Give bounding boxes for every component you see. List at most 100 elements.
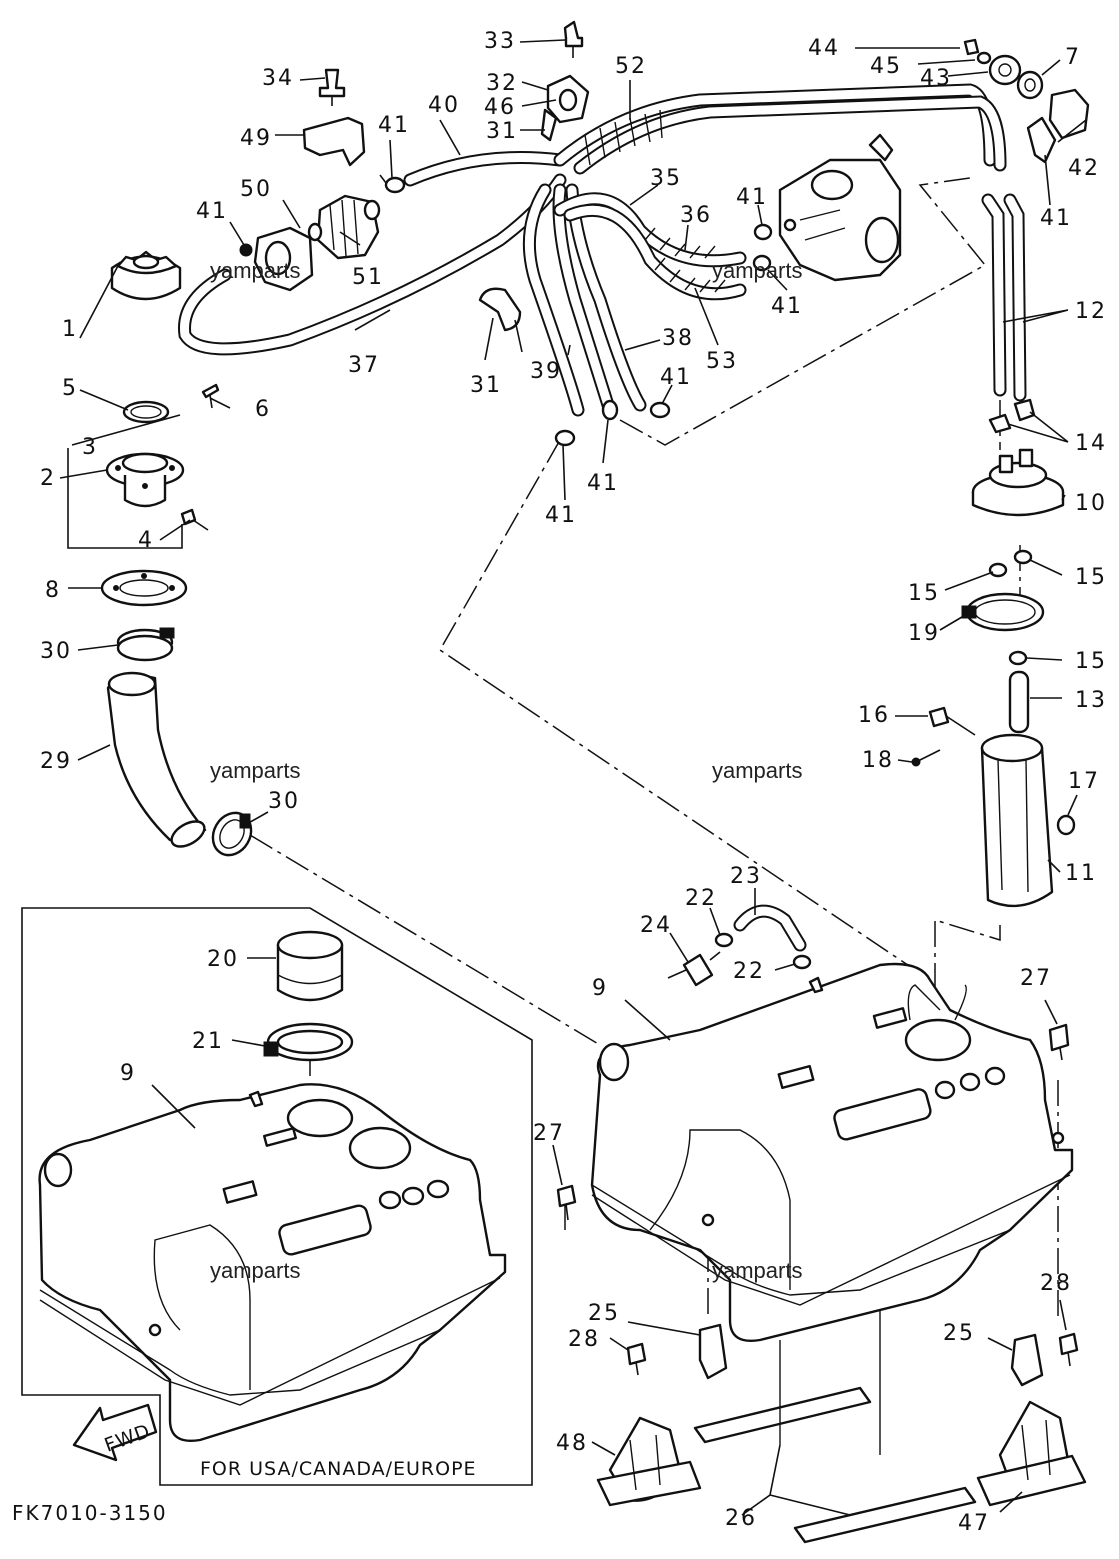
label-41-b: 41 [196,199,228,224]
fuel-filter-51 [307,194,381,260]
label-41-g: 41 [545,503,577,528]
mount-47 [976,1400,1087,1507]
label-41-h: 41 [1040,206,1072,231]
hose-clamp-30-bottom [211,811,253,857]
label-32: 32 [486,71,518,96]
label-41-a: 41 [378,113,410,138]
joints-14 [988,398,1036,434]
bolt-28-left [626,1342,647,1376]
plate-43 [988,54,1022,86]
filler-neck-2 [105,452,185,508]
label-26: 26 [725,1506,757,1531]
label-24: 24 [640,913,672,938]
label-13: 13 [1075,688,1107,713]
label-35: 35 [650,166,682,191]
inset-fuel-tank [38,1083,507,1442]
label-15-a: 15 [1075,565,1107,590]
fuel-tank-9 [590,962,1074,1342]
pin-18 [911,749,941,767]
carburetor [778,133,902,282]
label-10: 10 [1075,491,1107,516]
label-50: 50 [240,177,272,202]
watermark: yamparts [712,1258,802,1283]
label-1: 1 [62,317,78,342]
hose-23 [733,904,807,952]
inset-cap-20 [276,930,344,1002]
label-15-b: 15 [908,581,940,606]
label-9: 9 [592,976,608,1001]
label-4: 4 [138,528,154,553]
clips-15 [988,549,1033,666]
inset-caption: FOR USA/CANADA/EUROPE [200,1458,477,1480]
washer-17 [1056,814,1076,836]
band-19 [961,592,1045,632]
bolt-34 [318,68,346,106]
label-46: 46 [484,95,516,120]
label-7: 7 [1065,45,1081,70]
label-28-b: 28 [1040,1271,1072,1296]
label-34: 34 [262,66,294,91]
label-31-b: 31 [470,373,502,398]
label-16: 16 [858,703,890,728]
screw-44-45 [963,38,992,65]
bolt-27-right [1048,1023,1070,1061]
label-33: 33 [484,29,516,54]
inset-band-21 [263,1022,354,1062]
watermarks: yamparts yamparts yamparts yamparts yamp… [210,258,802,1283]
assembly-guide-lines [249,177,1059,1320]
label-51: 51 [352,265,384,290]
fuel-pipes-12 [981,193,1027,402]
bolt-33 [563,20,584,58]
bolt-16 [928,706,976,736]
fuel-cap-1 [110,250,182,301]
label-15-c: 15 [1075,649,1107,674]
label-23: 23 [730,864,762,889]
fwd-arrow-icon: FWD [72,1403,158,1462]
label-41-f: 41 [587,471,619,496]
clamp-31-top [540,108,558,142]
leader-lines [59,39,1087,1516]
label-37: 37 [348,353,380,378]
screw-6 [201,383,220,409]
label-31-a: 31 [486,119,518,144]
label-20: 20 [207,947,239,972]
label-42: 42 [1068,156,1100,181]
label-47: 47 [958,1511,990,1536]
label-48: 48 [556,1431,588,1456]
mount-48 [596,1416,702,1507]
inset-variant-box: FOR USA/CANADA/EUROPE [21,907,533,1486]
gasket-5 [122,400,170,424]
bracket-25-left [698,1323,728,1380]
check-valve-24 [667,951,721,987]
label-12: 12 [1075,299,1107,324]
bracket-32-46 [546,74,590,124]
clips-22 [714,932,812,970]
label-30-a: 30 [40,639,72,664]
label-52: 52 [615,54,647,79]
bolt-4 [180,508,209,531]
label-22-b: 22 [733,959,765,984]
filler-hose-29 [106,671,207,848]
label-14: 14 [1075,431,1107,456]
label-41-e: 41 [660,365,692,390]
clip-41-a [379,174,406,194]
label-19: 19 [908,621,940,646]
clamp-31-mid [478,287,523,353]
hose-clamp-30-top [116,627,175,662]
watermark: yamparts [210,1258,300,1283]
watermark: yamparts [210,758,300,783]
label-3: 3 [82,435,98,460]
hoses-37-40 [178,151,567,356]
label-44: 44 [808,36,840,61]
label-43: 43 [920,66,952,91]
label-39: 39 [530,359,562,384]
label-6: 6 [255,397,271,422]
suction-pipe-13 [1008,670,1030,734]
label-25-b: 25 [943,1321,975,1346]
gasket-7 [1016,70,1044,100]
watermark: yamparts [210,258,300,283]
label-38: 38 [662,326,694,351]
fuel-hoses-35-39 [522,183,747,417]
bracket-49 [302,116,366,167]
